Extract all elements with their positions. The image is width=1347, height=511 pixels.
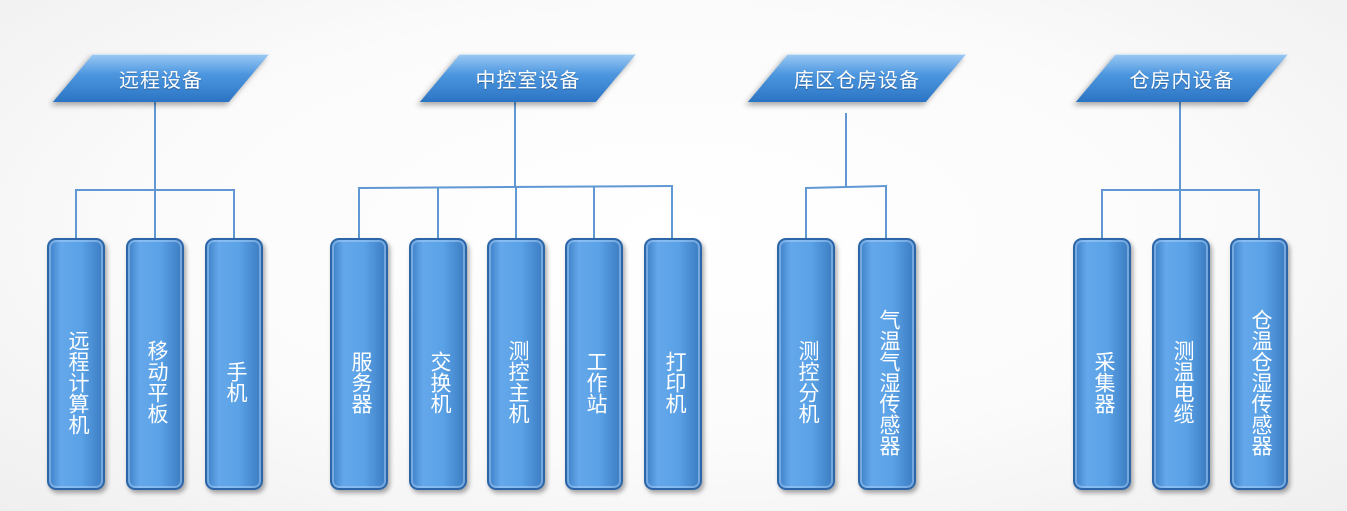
device-box: 打印机 <box>644 238 702 490</box>
device-label: 采集器 <box>1092 350 1116 414</box>
device-box: 服务器 <box>330 238 388 490</box>
device-label: 测控主机 <box>506 340 530 424</box>
group-in-warehouse-header: 仓房内设备 <box>1096 54 1268 102</box>
device-box: 测控分机 <box>777 238 835 490</box>
group-remote-header: 远程设备 <box>73 54 249 102</box>
device-label: 移动平板 <box>145 340 169 424</box>
device-box: 远程计算机 <box>47 238 105 490</box>
group-title: 库区仓房设备 <box>794 67 920 92</box>
device-label: 测控分机 <box>796 340 820 424</box>
device-box: 手机 <box>205 238 263 490</box>
group-warehouse-area-header: 库区仓房设备 <box>768 54 946 102</box>
connector-line <box>804 184 888 190</box>
device-box: 移动平板 <box>126 238 184 490</box>
device-box: 测控主机 <box>487 238 545 490</box>
group-title: 中控室设备 <box>475 67 581 92</box>
device-label: 远程计算机 <box>66 329 90 435</box>
device-box: 测温电缆 <box>1152 238 1210 490</box>
device-box: 工作站 <box>565 238 623 490</box>
device-box: 交换机 <box>409 238 467 490</box>
device-box: 采集器 <box>1073 238 1131 490</box>
device-label: 打印机 <box>663 350 687 414</box>
device-label: 仓温仓湿传感器 <box>1249 308 1273 456</box>
device-label: 手机 <box>224 361 248 403</box>
device-box: 气温气湿传感器 <box>858 238 916 490</box>
device-label: 工作站 <box>584 350 608 414</box>
device-label: 交换机 <box>428 350 452 414</box>
device-label: 气温气湿传感器 <box>877 308 901 456</box>
group-title: 远程设备 <box>119 67 203 92</box>
group-control-room-header: 中控室设备 <box>440 54 616 102</box>
device-label: 服务器 <box>349 350 373 414</box>
device-label: 测温电缆 <box>1171 340 1195 424</box>
device-box: 仓温仓湿传感器 <box>1230 238 1288 490</box>
group-title: 仓房内设备 <box>1129 67 1235 92</box>
